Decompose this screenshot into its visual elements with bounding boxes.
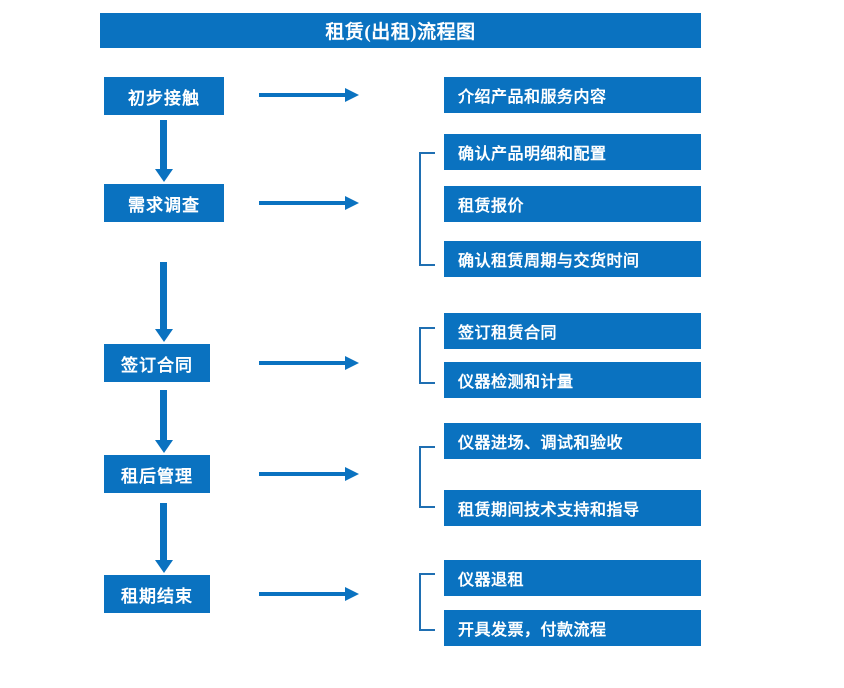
flow-arrow-right-2 (259, 196, 359, 210)
flow-arrow-right-5 (259, 587, 359, 601)
stage-box-initial-contact[interactable]: 初步接触 (104, 77, 224, 115)
flow-arrow-right-1 (259, 88, 359, 102)
flow-arrow-right-3 (259, 356, 359, 370)
group-bracket-post-rent-mgmt (419, 446, 435, 508)
detail-box-intro-products[interactable]: 介绍产品和服务内容 (444, 77, 701, 113)
group-bracket-sign-contract (419, 327, 435, 384)
detail-box-confirm-spec[interactable]: 确认产品明细和配置 (444, 134, 701, 170)
detail-box-instrument-install[interactable]: 仪器进场、调试和验收 (444, 423, 701, 459)
stage-box-rent-end[interactable]: 租期结束 (104, 575, 210, 613)
detail-box-confirm-period[interactable]: 确认租赁周期与交货时间 (444, 241, 701, 277)
stage-box-sign-contract[interactable]: 签订合同 (104, 344, 210, 382)
flow-arrow-down-3 (155, 390, 173, 453)
stage-box-demand-survey[interactable]: 需求调查 (104, 184, 224, 222)
detail-box-tech-support[interactable]: 租赁期间技术支持和指导 (444, 490, 701, 526)
stage-box-post-rent-mgmt[interactable]: 租后管理 (104, 455, 210, 493)
detail-box-rental-quote[interactable]: 租赁报价 (444, 186, 701, 222)
flow-arrow-right-4 (259, 467, 359, 481)
page-title: 租赁(出租)流程图 (100, 13, 701, 48)
flow-arrow-down-4 (155, 503, 173, 573)
group-bracket-rent-end (419, 573, 435, 631)
detail-box-instrument-check[interactable]: 仪器检测和计量 (444, 362, 701, 398)
group-bracket-demand-survey (419, 152, 435, 266)
flow-arrow-down-1 (155, 120, 173, 182)
detail-box-invoice-payment[interactable]: 开具发票，付款流程 (444, 610, 701, 646)
detail-box-sign-rental-contract[interactable]: 签订租赁合同 (444, 313, 701, 349)
detail-box-instrument-return[interactable]: 仪器退租 (444, 560, 701, 596)
flow-arrow-down-2 (155, 262, 173, 342)
